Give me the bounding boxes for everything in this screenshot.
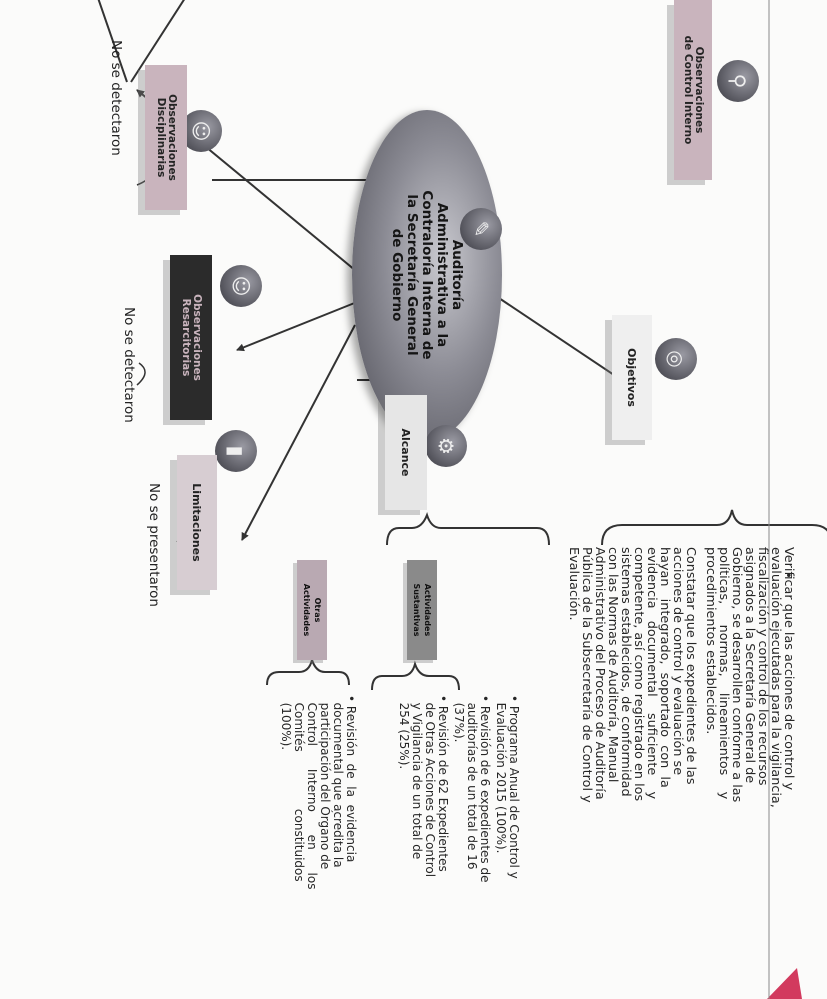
connector-limitaciones [241, 324, 356, 541]
target-icon: ◎ [655, 338, 697, 380]
node-otras-actividades: Otras Actividades [297, 560, 327, 660]
node-limitaciones-label: Limitaciones [190, 483, 204, 562]
sustantivas-item-3: • Revisión de 62 Expedientes de Otras Ac… [397, 695, 450, 878]
node-objetivos-label: Objetivos [625, 348, 639, 407]
node-control-interno-label: Observaciones de Control Interno [682, 35, 705, 145]
node-actividades-sustantivas-label: Actividades Sustantivas [412, 583, 432, 637]
central-audit-node: Auditoría Administrativa a la Contralorí… [352, 110, 502, 440]
money-people-icon: ☺ [220, 265, 262, 307]
curl-resarcitorias [136, 362, 146, 386]
pen-paper-icon: ✎ [460, 208, 502, 250]
node-limitaciones: Limitaciones [177, 455, 217, 590]
node-control-interno: Observaciones de Control Interno [674, 0, 712, 180]
note-limitaciones: No se presentaron [146, 483, 162, 607]
node-alcance-label: Alcance [399, 428, 413, 477]
traffic-light-icon: ▮ [215, 430, 257, 472]
central-audit-title: Auditoría Administrativa a la Contralorí… [389, 190, 466, 360]
node-actividades-sustantivas: Actividades Sustantivas [407, 560, 437, 660]
node-resarcitorias-label: Observaciones Resarcitorias [180, 294, 203, 381]
org-chart-icon: ⚲ [717, 60, 759, 102]
node-alcance: Alcance [385, 395, 427, 510]
gears-icon: ⚙ [425, 425, 467, 467]
objetivos-item-1: Verificar que las acciones de control y … [703, 547, 796, 808]
sustantivas-brace [371, 660, 460, 691]
objetivos-item-2: Constatar que los expedientes de las acc… [566, 547, 698, 803]
connector-resarcitorias [236, 301, 358, 352]
otras-brace [266, 656, 350, 686]
accent-triangle [767, 968, 802, 999]
connector-top-edge-2 [96, 0, 128, 83]
node-objetivos: Objetivos [612, 315, 652, 440]
node-disciplinarias: Observaciones Disciplinarias [145, 65, 187, 210]
connector-top-edge-1 [130, 0, 188, 83]
note-resarcitorias: No se detectaron [121, 307, 137, 423]
node-otras-actividades-label: Otras Actividades [302, 583, 322, 637]
objetivos-brace [601, 509, 827, 546]
sustantivas-item-2: • Revisión de 6 expedientes de auditoría… [452, 695, 492, 883]
alcance-brace [386, 511, 550, 546]
note-disciplinarias: No se detectaron [108, 40, 124, 156]
node-disciplinarias-label: Observaciones Disciplinarias [155, 94, 178, 181]
otras-item-1: • Revisión de la evidencia documental qu… [279, 695, 358, 890]
node-resarcitorias: Observaciones Resarcitorias [170, 255, 212, 420]
sustantivas-item-1: • Programa Anual de Control y Evaluación… [494, 695, 521, 879]
